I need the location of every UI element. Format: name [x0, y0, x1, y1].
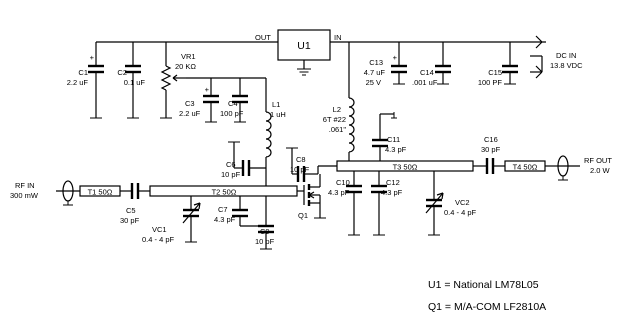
transmission-line-t1: T1 50Ω — [79, 185, 132, 197]
transmission-line-t2: T2 50Ω — [149, 185, 298, 197]
c4-value: 100 pF — [220, 109, 244, 118]
vr1-value: 20 KΩ — [175, 62, 196, 71]
c9-value: 10 pF — [255, 237, 275, 246]
c9-ref: C9 — [260, 227, 270, 236]
potentiometer-vr1: VR1 20 KΩ — [160, 52, 196, 119]
vc2-value: 0.4 - 4 pF — [444, 208, 477, 217]
rf-out-title: RF OUT — [584, 156, 612, 165]
dc-in-title: DC IN — [556, 51, 576, 60]
q1-ref: Q1 — [298, 211, 308, 220]
capacitor-c8: C8 10 pF — [286, 147, 337, 182]
t3-ref: T3 50Ω — [393, 163, 418, 172]
c13-ref: C13 — [369, 58, 383, 67]
dc-in-value: 13.8 VDC — [550, 61, 583, 70]
c14-ref: C14 — [420, 68, 434, 77]
inductor-l2: L2 6T #22 .061" — [323, 97, 355, 161]
c13-value-voltage: 25 V — [366, 78, 381, 87]
transistor-q1: Q1 — [297, 174, 326, 220]
u1-regulator: U1 OUT IN — [255, 29, 342, 76]
vr1-ref: VR1 — [181, 52, 196, 61]
c15-value: 100 PF — [478, 78, 503, 87]
u1-in-pin-label: IN — [334, 33, 342, 42]
rf-in-value: 300 mW — [10, 191, 39, 200]
capacitor-c16: C16 30 pF — [473, 135, 505, 174]
rf-out-connector: RF OUT 2.0 W — [557, 155, 612, 181]
c12-ref: C12 — [386, 178, 400, 187]
c1-ref: C1 — [78, 68, 88, 77]
variable-capacitor-vc1: VC1 0.4 - 4 pF — [142, 196, 201, 244]
c13-polarity: + — [393, 53, 398, 62]
t1-ref: T1 50Ω — [88, 188, 113, 197]
c15-ref: C15 — [488, 68, 502, 77]
dc-in-connector: DC IN 13.8 VDC — [535, 35, 583, 79]
capacitor-c6: C6 10 pF — [221, 141, 266, 179]
c4-ref: C4 — [228, 99, 238, 108]
supply-wiring — [95, 41, 543, 98]
vc1-value: 0.4 - 4 pF — [142, 235, 175, 244]
c12-value: 4.3 pF — [381, 188, 403, 197]
c10-ref: C10 — [336, 178, 350, 187]
c1-value: 2.2 uF — [67, 78, 89, 87]
c7-ref: C7 — [218, 205, 228, 214]
l2-value-wire: .061" — [329, 125, 347, 134]
c16-ref: C16 — [484, 135, 498, 144]
u1-out-pin-label: OUT — [255, 33, 271, 42]
capacitor-c5: C5 30 pF — [120, 183, 150, 225]
l1-ref: L1 — [272, 100, 280, 109]
parts-legend: U1 = National LM78L05 Q1 = M/A-COM LF281… — [428, 279, 546, 313]
bias-wiring — [186, 77, 267, 112]
capacitor-c13: + C13 4.7 uF 25 V — [364, 53, 407, 87]
capacitor-c10: C10 4.3 pF — [328, 171, 362, 236]
u1-ref: U1 — [297, 40, 311, 52]
l1-value: 1 uH — [270, 110, 286, 119]
l2-ref: L2 — [333, 105, 341, 114]
l2-value-turns: 6T #22 — [323, 115, 346, 124]
rf-in-title: RF IN — [15, 181, 35, 190]
c11-value: 4.3 pF — [385, 145, 407, 154]
vc2-ref: VC2 — [455, 198, 470, 207]
c3-ref: C3 — [185, 99, 195, 108]
legend-q1: Q1 = M/A-COM LF2810A — [428, 301, 546, 313]
c8-value: 10 pF — [290, 165, 310, 174]
c3-value: 2.2 uF — [179, 109, 201, 118]
capacitor-c12: C12 4.3 pF — [371, 171, 403, 236]
t4-ref: T4 50Ω — [513, 163, 538, 172]
vc1-ref: VC1 — [152, 225, 167, 234]
c14-value: .001 uF — [412, 78, 438, 87]
rf-in-connector: RF IN 300 mW — [10, 180, 80, 206]
capacitor-c9: C9 10 pF — [255, 196, 275, 250]
capacitor-c3: + C3 2.2 uF — [179, 85, 219, 123]
capacitor-c14: C14 .001 uF — [412, 64, 451, 87]
rf-out-value: 2.0 W — [590, 166, 611, 175]
transmission-line-t4: T4 50Ω — [504, 160, 558, 172]
capacitor-c15: C15 100 PF — [478, 64, 518, 87]
inductor-l1: L1 1 uH — [265, 100, 286, 186]
t2-ref: T2 50Ω — [212, 188, 237, 197]
c13-value-cap: 4.7 uF — [364, 68, 386, 77]
capacitor-c11: C11 4.3 pF — [372, 112, 407, 161]
c3-polarity: + — [205, 85, 210, 94]
c6-ref: C6 — [226, 160, 236, 169]
c8-ref: C8 — [296, 155, 306, 164]
c11-ref: C11 — [387, 135, 400, 144]
c1-polarity: + — [90, 53, 95, 62]
capacitor-c1: + C1 2.2 uF — [67, 53, 104, 119]
c5-ref: C5 — [126, 206, 136, 215]
c2-value: 0.1 uF — [124, 78, 146, 87]
capacitor-c4: C4 100 pF — [220, 94, 248, 123]
c10-value: 4.3 pF — [328, 188, 350, 197]
capacitor-c2: C2 0.1 uF — [117, 64, 146, 119]
c2-ref: C2 — [117, 68, 127, 77]
c16-value: 30 pF — [481, 145, 501, 154]
transmission-line-t3: T3 50Ω — [336, 160, 474, 172]
capacitor-c7: C7 4.3 pF — [214, 196, 262, 227]
legend-u1: U1 = National LM78L05 — [428, 279, 539, 291]
variable-capacitor-vc2: VC2 0.4 - 4 pF — [425, 171, 477, 236]
c5-value: 30 pF — [120, 216, 140, 225]
c6-value: 10 pF — [221, 170, 241, 179]
c7-value: 4.3 pF — [214, 215, 236, 224]
